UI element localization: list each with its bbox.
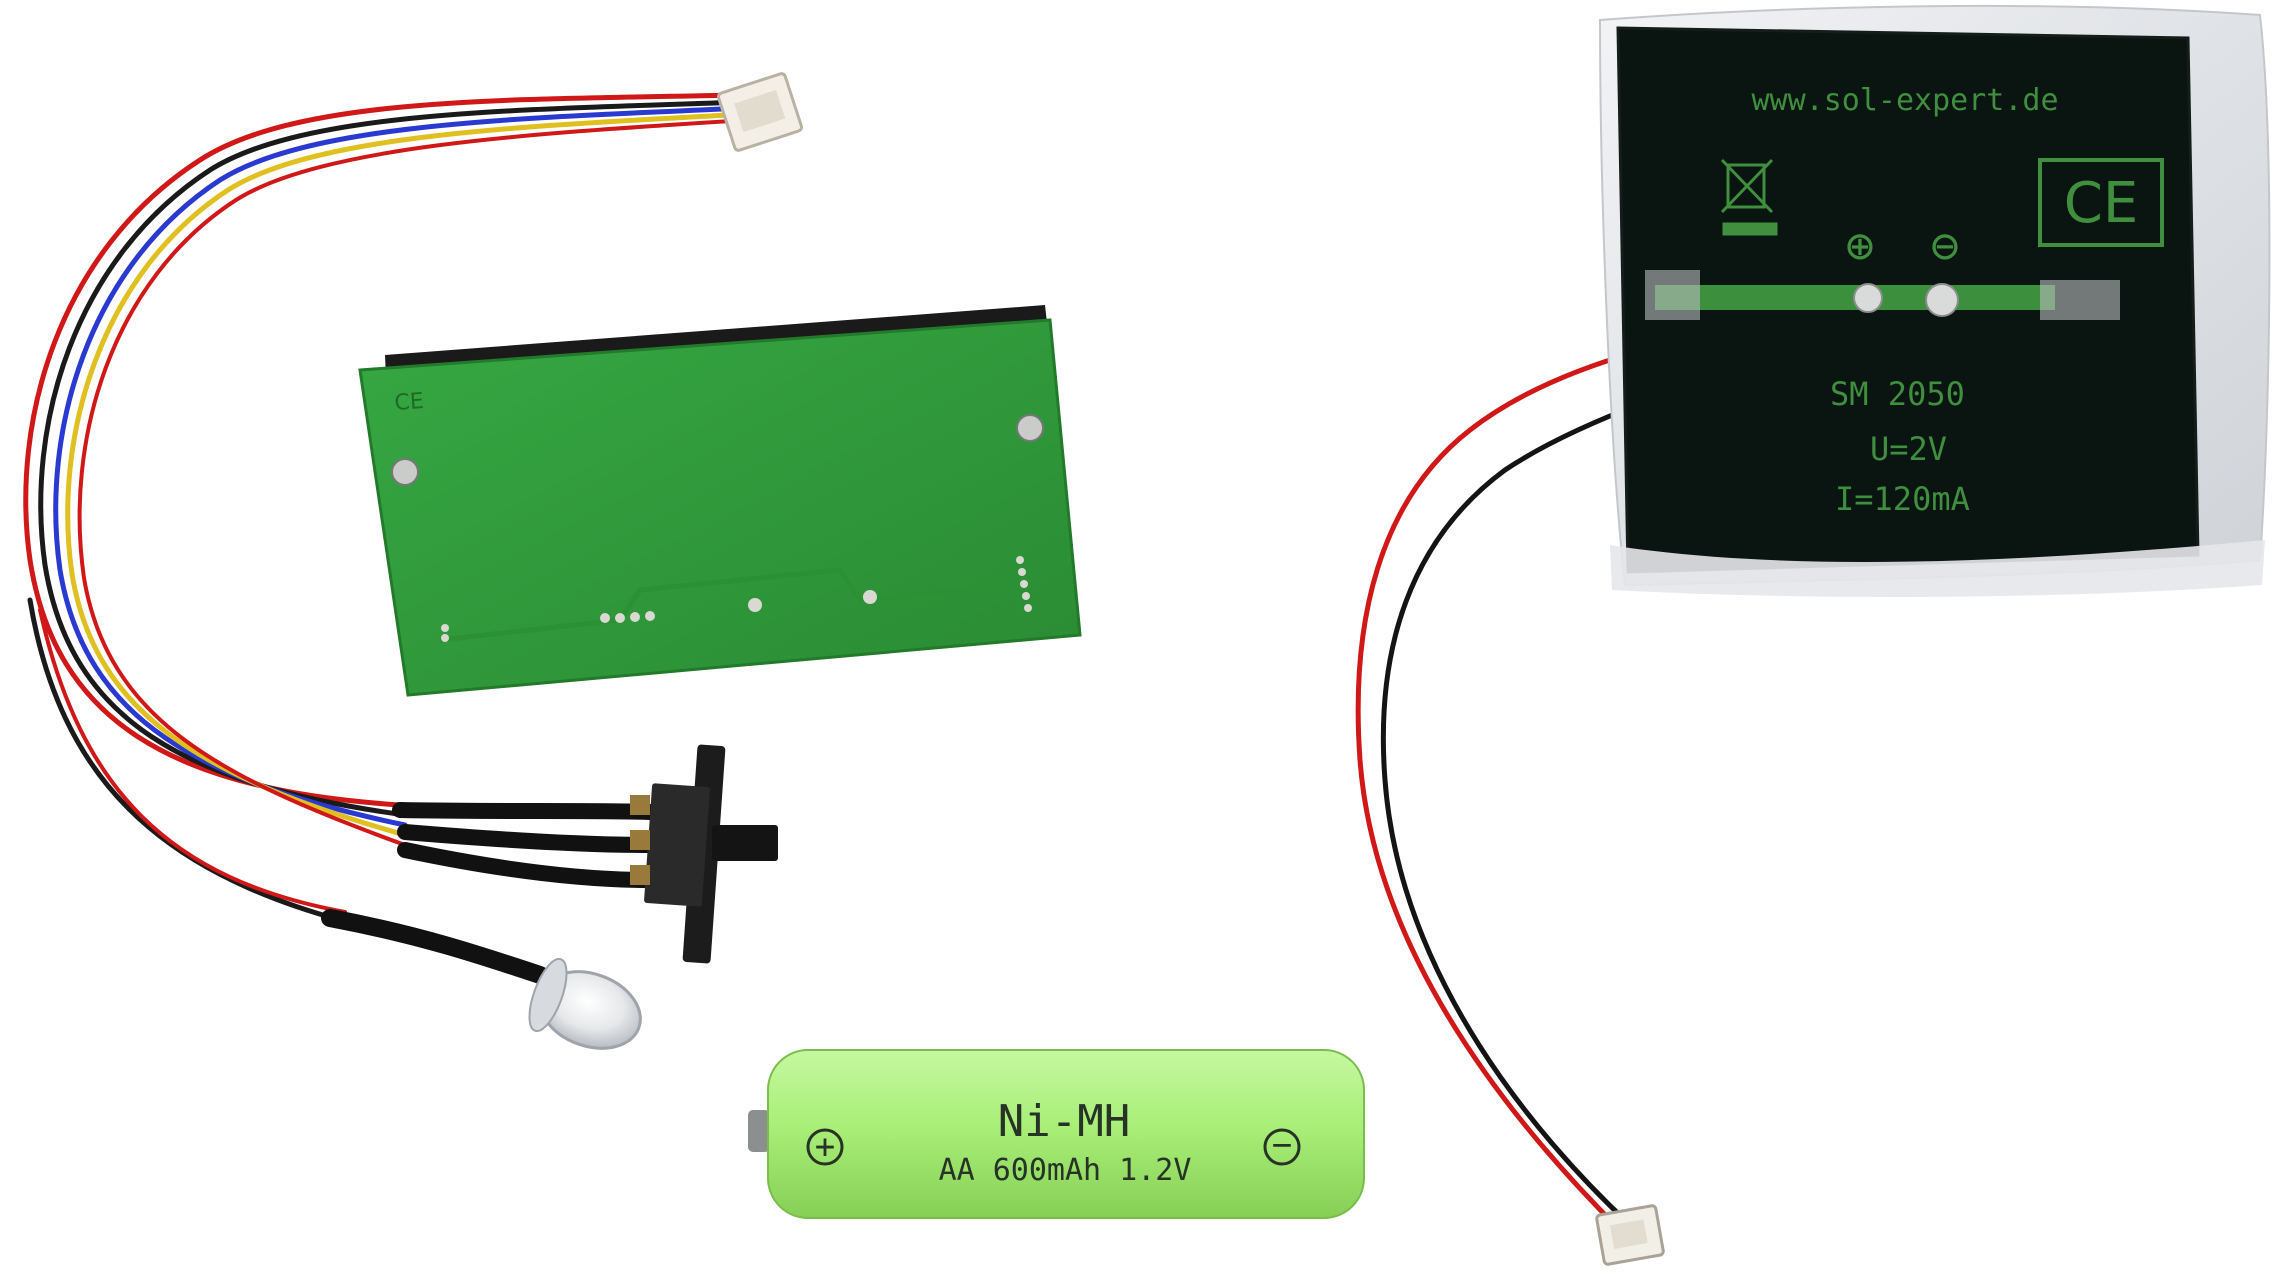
slide-switch — [630, 744, 778, 964]
solar-panel: www.sol-expert.de CE ⊕ ⊖ SM 2050 U=2V I=… — [1598, 4, 2271, 597]
panel-url: www.sol-expert.de — [1751, 83, 2058, 118]
pcb-board: CE — [358, 305, 1082, 697]
wire-connector — [716, 72, 804, 152]
ce-mark-box — [2038, 158, 2164, 247]
led — [321, 909, 642, 1050]
weee-bin-icon — [1720, 158, 1778, 236]
pcb-ce-marking: CE — [394, 389, 425, 416]
switch-leads — [392, 802, 658, 888]
battery-minus-symbol: − — [1272, 1125, 1292, 1165]
battery-plus-symbol: + — [815, 1127, 835, 1167]
aa-battery: + Ni-MH AA 600mAh 1.2V − — [748, 1049, 1365, 1219]
ce-mark: CE — [2064, 171, 2138, 236]
connector-plug — [1595, 1204, 1665, 1266]
panel-voltage: U=2V — [1870, 430, 1947, 468]
battery-spec-label: AA 600mAh 1.2V — [939, 1153, 1192, 1188]
battery-type-label: Ni-MH — [998, 1096, 1130, 1147]
panel-model: SM 2050 — [1830, 375, 1965, 413]
panel-minus-symbol: ⊖ — [1931, 218, 1960, 274]
battery-plus-ring — [806, 1128, 844, 1166]
panel-plus-symbol: ⊕ — [1846, 218, 1875, 274]
panel-current: I=120mA — [1835, 480, 1970, 518]
ribbon-wire-harness — [23, 92, 750, 923]
battery-minus-ring — [1263, 1128, 1301, 1166]
